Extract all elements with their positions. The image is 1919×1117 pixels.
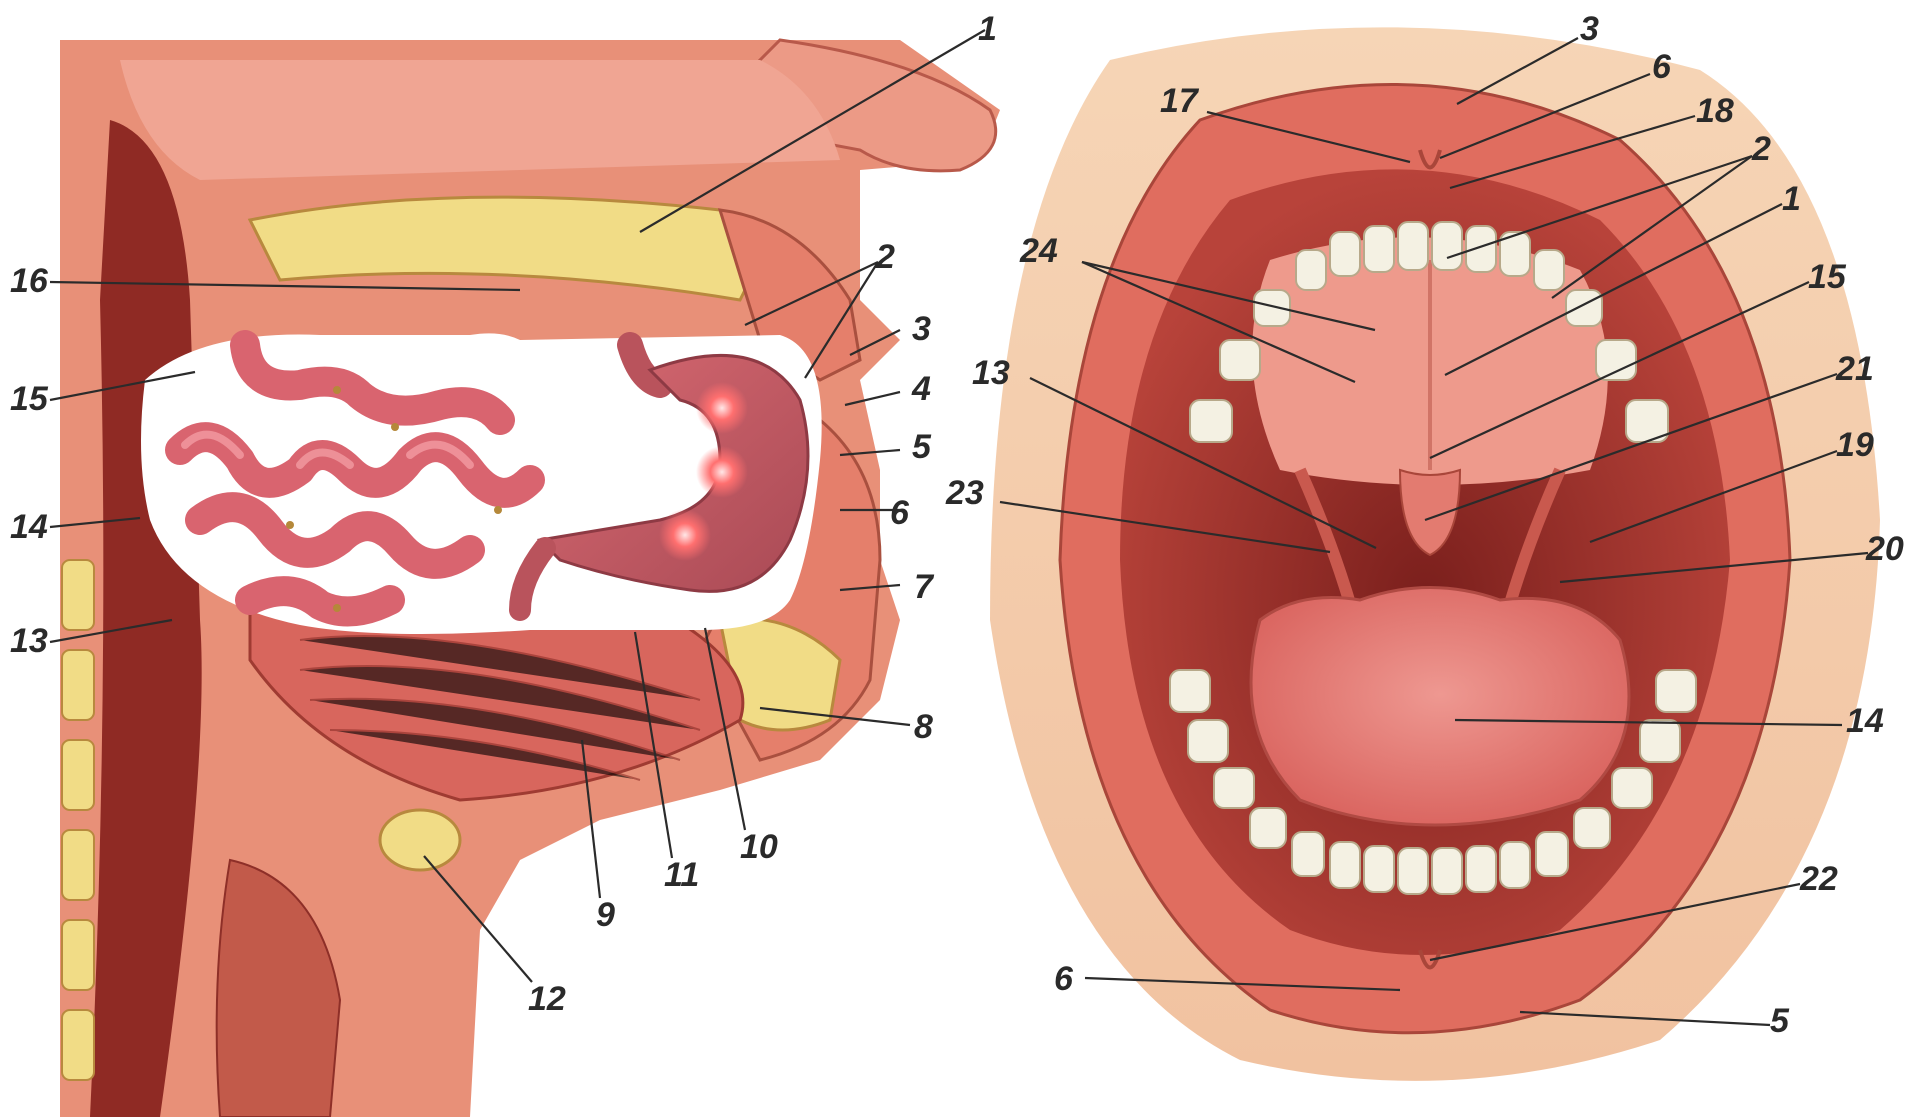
right-panel-illustration	[990, 27, 1880, 1081]
label-13: 13	[10, 622, 48, 660]
label-r-22: 22	[1799, 860, 1838, 898]
label-10: 10	[740, 828, 778, 866]
label-r-13: 13	[972, 354, 1010, 392]
label-r-1: 1	[1782, 180, 1801, 218]
label-r-14: 14	[1846, 702, 1884, 740]
label-r-2: 2	[1751, 130, 1771, 168]
hyoid-bone	[380, 810, 460, 870]
label-r-15: 15	[1808, 258, 1847, 296]
label-11: 11	[664, 856, 699, 894]
label-4: 4	[911, 370, 931, 408]
nasal-cavity	[120, 60, 840, 180]
label-r-5: 5	[1770, 1002, 1790, 1040]
label-r-21: 21	[1835, 350, 1874, 388]
tongue	[1251, 588, 1629, 826]
label-5: 5	[912, 428, 932, 466]
label-3: 3	[912, 310, 931, 348]
label-r-20: 20	[1865, 530, 1904, 568]
label-6: 6	[890, 494, 910, 532]
label-r-24: 24	[1019, 232, 1058, 270]
label-2: 2	[875, 238, 895, 276]
label-r-3: 3	[1580, 10, 1599, 48]
label-r-23: 23	[945, 474, 984, 512]
digestive-inset	[141, 333, 822, 634]
label-12: 12	[528, 980, 566, 1018]
label-16: 16	[10, 262, 49, 300]
label-r-19: 19	[1836, 426, 1874, 464]
label-15: 15	[10, 380, 49, 418]
label-9: 9	[596, 896, 615, 934]
label-r-18: 18	[1696, 92, 1734, 130]
label-8: 8	[914, 708, 933, 746]
label-14: 14	[10, 508, 48, 546]
label-7: 7	[914, 568, 935, 606]
label-1: 1	[978, 10, 997, 48]
label-r-17: 17	[1160, 82, 1200, 120]
label-r-6-bottom: 6	[1054, 960, 1074, 998]
label-r-6-top: 6	[1652, 48, 1672, 86]
